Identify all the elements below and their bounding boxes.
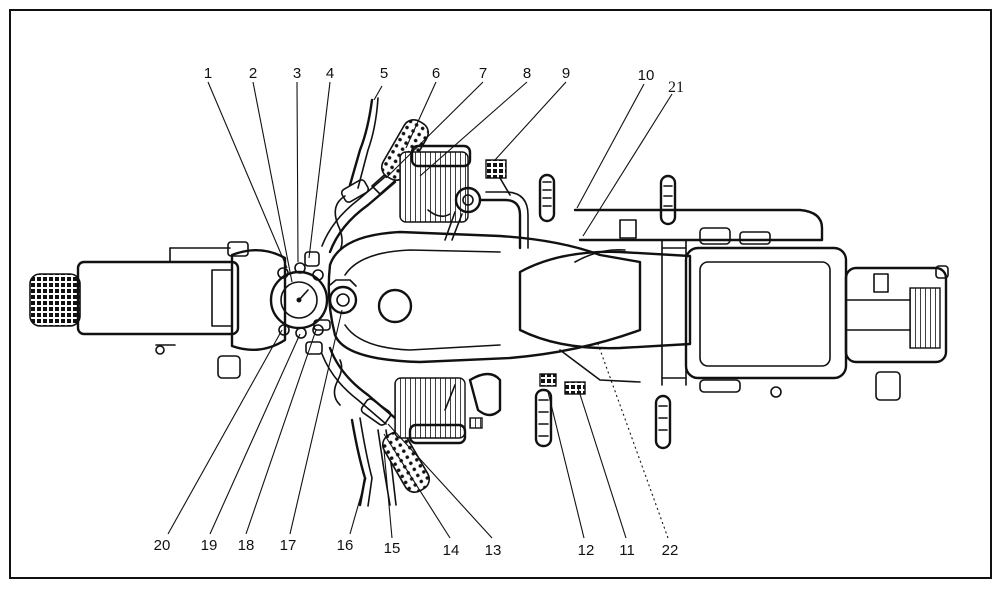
callout-label-14: 14 bbox=[442, 542, 460, 559]
callout-label-22: 22 bbox=[661, 542, 679, 559]
callout-label-16: 16 bbox=[336, 537, 354, 554]
pannier-rail bbox=[573, 208, 824, 245]
callout-label-12: 12 bbox=[577, 542, 595, 559]
callout-label-9: 9 bbox=[561, 65, 571, 82]
gear-pedal bbox=[485, 159, 511, 196]
headlamp bbox=[217, 241, 287, 379]
brake-lever bbox=[333, 359, 397, 507]
callout-label-15: 15 bbox=[383, 540, 401, 557]
callout-label-5: 5 bbox=[379, 65, 389, 82]
carburettor-lower bbox=[444, 372, 502, 429]
clutch-lever bbox=[334, 97, 399, 251]
callout-label-1: 1 bbox=[203, 65, 213, 82]
handlebar bbox=[321, 175, 397, 425]
passenger-footrest-upper bbox=[659, 174, 677, 226]
callout-label-11: 11 bbox=[619, 542, 635, 559]
right-footrest bbox=[534, 388, 553, 448]
callout-label-20: 20 bbox=[153, 537, 171, 554]
rear-wheel bbox=[844, 265, 949, 401]
callout-label-6: 6 bbox=[431, 65, 441, 82]
ignition-switch bbox=[328, 279, 358, 315]
front-mudguard bbox=[76, 247, 240, 355]
callout-label-21: 21 bbox=[668, 79, 684, 96]
rear-mudguard bbox=[684, 246, 848, 380]
leader-lines bbox=[167, 81, 673, 539]
left-cylinder bbox=[399, 144, 472, 223]
lower-frame-parts bbox=[559, 349, 782, 398]
left-footrest bbox=[538, 173, 556, 223]
seat bbox=[518, 239, 692, 386]
callout-label-13: 13 bbox=[484, 542, 502, 559]
front-tyre bbox=[29, 273, 81, 327]
callout-label-7: 7 bbox=[478, 65, 488, 82]
fuel-tank bbox=[327, 230, 642, 364]
callout-label-10: 10 bbox=[637, 67, 655, 84]
brake-pedal bbox=[539, 373, 586, 395]
right-cylinder bbox=[394, 377, 467, 445]
callout-label-2: 2 bbox=[248, 65, 258, 82]
callout-label-18: 18 bbox=[237, 537, 255, 554]
carburettor-upper bbox=[444, 186, 529, 250]
figure-frame bbox=[9, 9, 992, 579]
callout-label-8: 8 bbox=[522, 65, 532, 82]
passenger-footrest-lower bbox=[654, 394, 672, 450]
callout-label-17: 17 bbox=[279, 537, 297, 554]
callout-label-19: 19 bbox=[200, 537, 218, 554]
callout-label-3: 3 bbox=[292, 65, 302, 82]
callout-label-4: 4 bbox=[325, 65, 335, 82]
speedometer bbox=[269, 251, 331, 355]
